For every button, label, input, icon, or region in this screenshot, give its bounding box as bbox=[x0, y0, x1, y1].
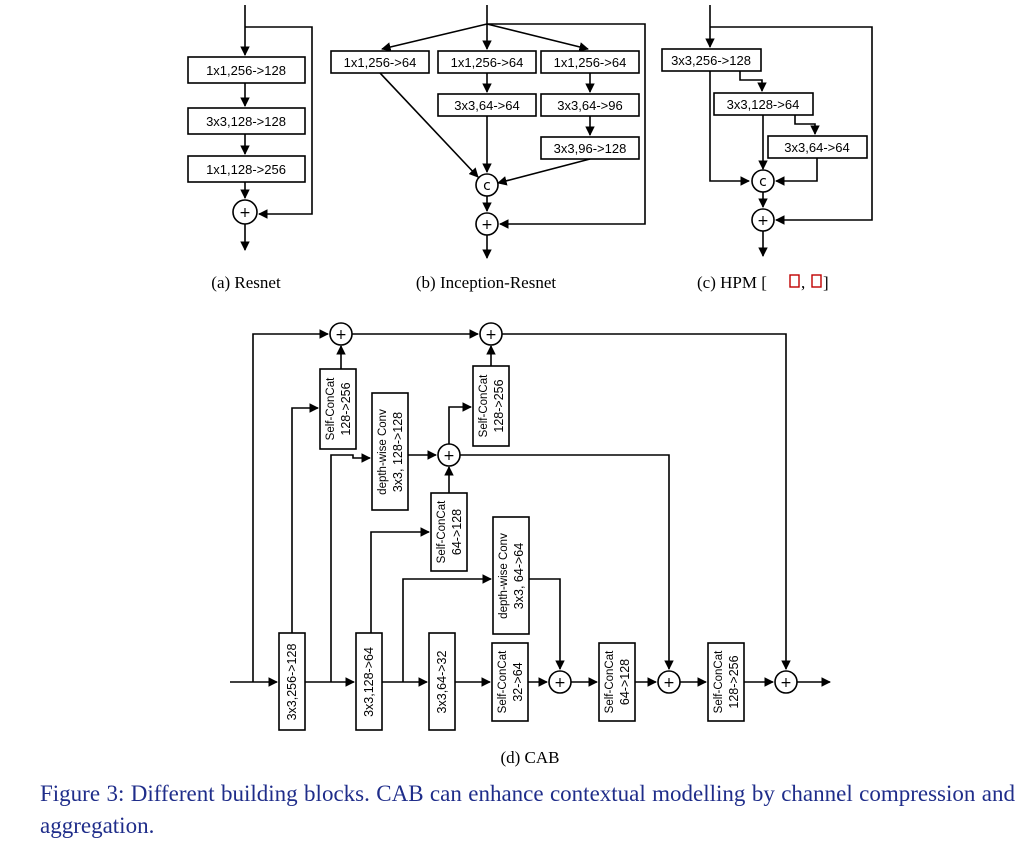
resnet-block-3-label: 1x1,128->256 bbox=[206, 162, 286, 177]
cab-top-add-op-2-symbol: + bbox=[485, 327, 497, 343]
figure-caption: Figure 3: Different building blocks. CAB… bbox=[40, 781, 1015, 838]
cab-concat-block-3-label-bottom: 128->256 bbox=[727, 655, 741, 708]
inception-skip-connection bbox=[487, 23, 646, 229]
cab-sc-mid-label-bottom: 64->128 bbox=[450, 509, 464, 555]
cab-add-mid-to-add2 bbox=[460, 454, 674, 670]
cab-branch-to-dw-upper bbox=[330, 453, 371, 682]
cab-conv-block-3 bbox=[428, 632, 456, 731]
inception-block-1-label: 1x1,256->64 bbox=[344, 55, 417, 70]
hpm-diagram: 3x3,256->128 3x3,128->64 3x3,64->64 c + … bbox=[661, 5, 873, 292]
cab-dw-conv-upper bbox=[371, 392, 409, 511]
cab-dw-conv-upper-label-top: depth-wise Conv bbox=[377, 409, 389, 495]
hpm-arrow-3-to-concat bbox=[775, 158, 818, 186]
inception-add-symbol: + bbox=[481, 217, 493, 233]
cab-add-op-1-symbol: + bbox=[554, 675, 566, 691]
cab-branch-to-sc-upper-left bbox=[291, 403, 319, 633]
inception-concat-symbol: c bbox=[483, 178, 491, 194]
resnet-block-2 bbox=[187, 107, 306, 135]
inception-resnet-diagram: 1x1,256->64 1x1,256->64 1x1,256->64 3x3,… bbox=[330, 5, 646, 292]
inception-block-3-label: 1x1,256->64 bbox=[554, 55, 627, 70]
cab-sc-mid-label-top: Self-ConCat bbox=[436, 500, 448, 563]
cab-sc-upper-left-label-bottom: 128->256 bbox=[339, 382, 353, 435]
inception-block-2-label: 1x1,256->64 bbox=[451, 55, 524, 70]
hpm-caption: (c) HPM [ bbox=[697, 273, 767, 292]
hpm-arrow-1-to-concat bbox=[709, 71, 750, 186]
resnet-block-1 bbox=[187, 56, 306, 84]
cab-concat-block-3 bbox=[707, 642, 745, 722]
inception-arrow-right-to-concat bbox=[497, 158, 591, 186]
inception-arrow-left-to-concat bbox=[379, 72, 479, 178]
cab-caption: (d) CAB bbox=[500, 748, 559, 767]
inception-branch-arrow-left bbox=[381, 23, 488, 52]
hpm-block-1 bbox=[661, 48, 762, 72]
hpm-block-1-label: 3x3,256->128 bbox=[671, 53, 751, 68]
cab-top-add-op-1-symbol: + bbox=[335, 327, 347, 343]
cab-add-op-3-symbol: + bbox=[780, 675, 792, 691]
cab-top-add2-to-add3 bbox=[502, 333, 791, 670]
cab-add-op-mid-symbol: + bbox=[443, 448, 455, 464]
resnet-skip-connection bbox=[245, 26, 313, 219]
hpm-citation-box-2 bbox=[811, 274, 822, 288]
hpm-skip-connection bbox=[710, 26, 873, 225]
hpm-block-3-label: 3x3,64->64 bbox=[784, 140, 849, 155]
hpm-citation-close: ] bbox=[823, 273, 829, 292]
cab-dw-lower-to-add1 bbox=[529, 578, 565, 670]
inception-block-4-label: 3x3,64->64 bbox=[454, 98, 519, 113]
cab-sc-upper-right bbox=[472, 365, 510, 447]
cab-sc-upper-right-label-bottom: 128->256 bbox=[492, 379, 506, 432]
cab-branch-to-sc-mid bbox=[370, 527, 430, 633]
hpm-citation-box-1 bbox=[789, 274, 800, 288]
cab-concat-block-3-label-top: Self-ConCat bbox=[713, 650, 725, 713]
inception-block-5-label: 3x3,64->96 bbox=[557, 98, 622, 113]
resnet-caption: (a) Resnet bbox=[211, 273, 281, 292]
resnet-add-symbol: + bbox=[239, 205, 251, 221]
hpm-add-symbol: + bbox=[757, 213, 769, 229]
resnet-diagram: 1x1,256->128 3x3,128->128 1x1,128->256 +… bbox=[187, 5, 313, 292]
hpm-arrow-1-2 bbox=[739, 71, 767, 92]
cab-concat-block-1-label-top: Self-ConCat bbox=[497, 650, 509, 713]
cab-dw-conv-lower-label-top: depth-wise Conv bbox=[498, 533, 510, 619]
hpm-block-2-label: 3x3,128->64 bbox=[727, 97, 800, 112]
cab-skip-to-top-add1 bbox=[252, 329, 329, 682]
cab-conv-block-1-label: 3x3,256->128 bbox=[285, 644, 299, 721]
resnet-block-3 bbox=[187, 155, 306, 183]
cab-branch-to-dw-lower bbox=[402, 574, 492, 682]
cab-add-mid-to-sc-upper-right bbox=[448, 402, 472, 444]
inception-caption: (b) Inception-Resnet bbox=[416, 273, 556, 292]
cab-sc-upper-right-label-top: Self-ConCat bbox=[478, 374, 490, 437]
hpm-concat-symbol: c bbox=[759, 174, 767, 190]
hpm-citation-separator: , bbox=[801, 273, 805, 292]
cab-concat-block-2 bbox=[598, 642, 636, 722]
cab-add-op-2-symbol: + bbox=[663, 675, 675, 691]
cab-dw-conv-lower-label-bottom: 3x3, 64->64 bbox=[512, 543, 526, 609]
inception-branch-arrow-right bbox=[486, 23, 589, 52]
resnet-block-1-label: 1x1,256->128 bbox=[206, 63, 286, 78]
cab-concat-block-2-label-top: Self-ConCat bbox=[604, 650, 616, 713]
hpm-arrow-2-3 bbox=[794, 115, 820, 135]
cab-sc-upper-left-label-top: Self-ConCat bbox=[325, 377, 337, 440]
cab-conv-block-3-label: 3x3,64->32 bbox=[435, 651, 449, 714]
cab-dw-conv-lower bbox=[492, 516, 530, 635]
cab-concat-block-2-label-bottom: 64->128 bbox=[618, 659, 632, 705]
cab-conv-block-2 bbox=[355, 632, 383, 731]
cab-conv-block-1 bbox=[278, 632, 306, 731]
inception-block-6-label: 3x3,96->128 bbox=[554, 141, 627, 156]
cab-conv-block-2-label: 3x3,128->64 bbox=[362, 647, 376, 717]
cab-dw-conv-upper-label-bottom: 3x3, 128->128 bbox=[391, 412, 405, 492]
resnet-block-2-label: 3x3,128->128 bbox=[206, 114, 286, 129]
cab-diagram: 3x3,256->128 3x3,128->64 3x3,64->32 Self… bbox=[230, 322, 831, 767]
cab-sc-upper-left bbox=[319, 368, 357, 450]
cab-concat-block-1-label-bottom: 32->64 bbox=[511, 662, 525, 701]
